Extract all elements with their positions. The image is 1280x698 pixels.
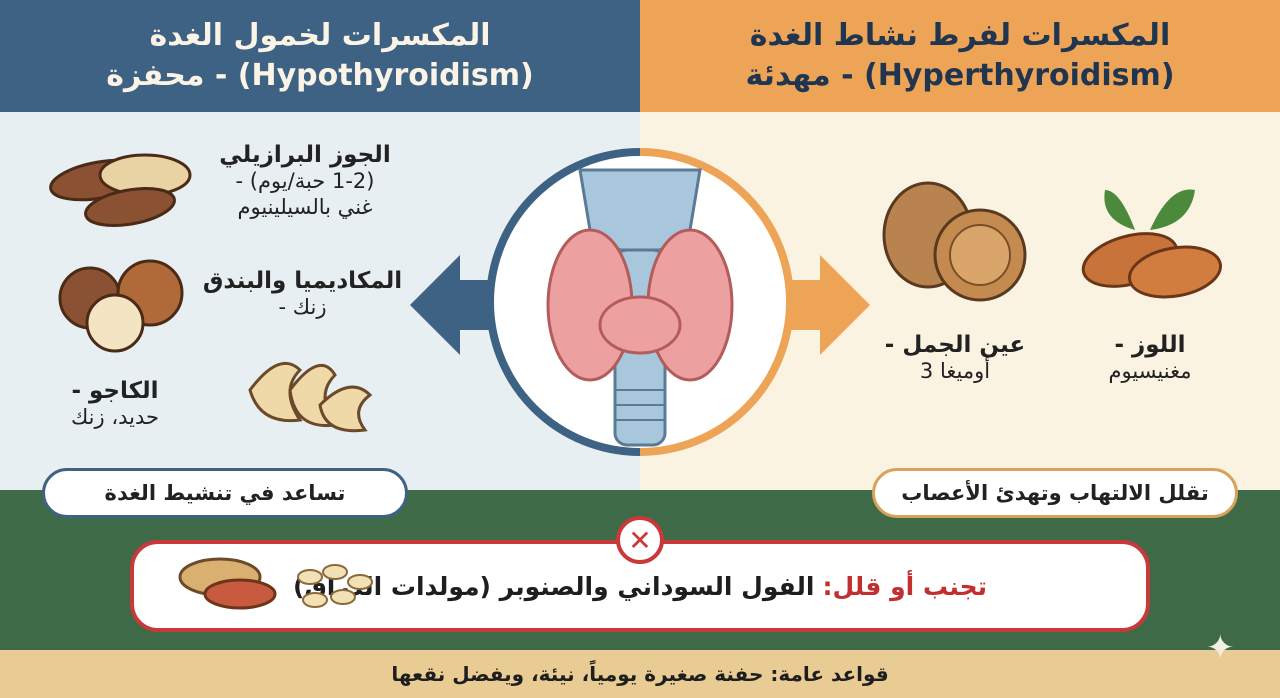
stimulate-thyroid-pill: تساعد في تنشيط الغدة [42,468,408,518]
header-hypothyroidism: المكسرات لخمول الغدة (Hypothyroidism) - … [0,0,640,112]
header-left-subtitle: (Hypothyroidism) - محفزة [106,58,534,93]
walnut-icon [882,181,1027,302]
footer-rules: قواعد عامة: حفنة صغيرة يومياً، نيئة، ويف… [0,650,1280,698]
header-right-subtitle: (Hyperthyroidism) - مهدئة [745,58,1175,93]
hazelnut-macadamia-icon [58,259,184,353]
almond-label: اللوز -مغنيسيوم [1108,332,1192,383]
left-arrow-icon [410,255,490,355]
header-right-title: المكسرات لفرط نشاط الغدة [749,18,1171,53]
avoid-label: تجنب أو قلل: [822,571,987,601]
almond-icon [1081,189,1222,299]
header-hyperthyroidism: المكسرات لفرط نشاط الغدة (Hyperthyroidis… [640,0,1280,112]
header-left-title: المكسرات لخمول الغدة [149,18,491,53]
x-icon: ✕ [616,516,664,564]
thyroid-illustration [410,148,870,456]
brazil-nut-label: الجوز البرازيلي(1-2 حبة/يوم) -غني بالسيل… [219,142,391,219]
brazil-nut-icon [49,153,192,227]
right-arrow-icon [790,255,870,355]
reduce-inflammation-pill: تقلل الالتهاب وتهدئ الأعصاب [872,468,1238,518]
cashew-icon [248,361,373,433]
avoid-text: الفول السوداني والصنوبر (مولدات الدراق) [293,571,815,601]
walnut-label: عين الجمل -أوميغا 3 [884,332,1026,383]
cashew-label: الكاجو -حديد، زنك [70,378,159,429]
sparkle-icon: ✦ [1206,628,1235,668]
peanut-pine-nut-icon [178,557,373,610]
